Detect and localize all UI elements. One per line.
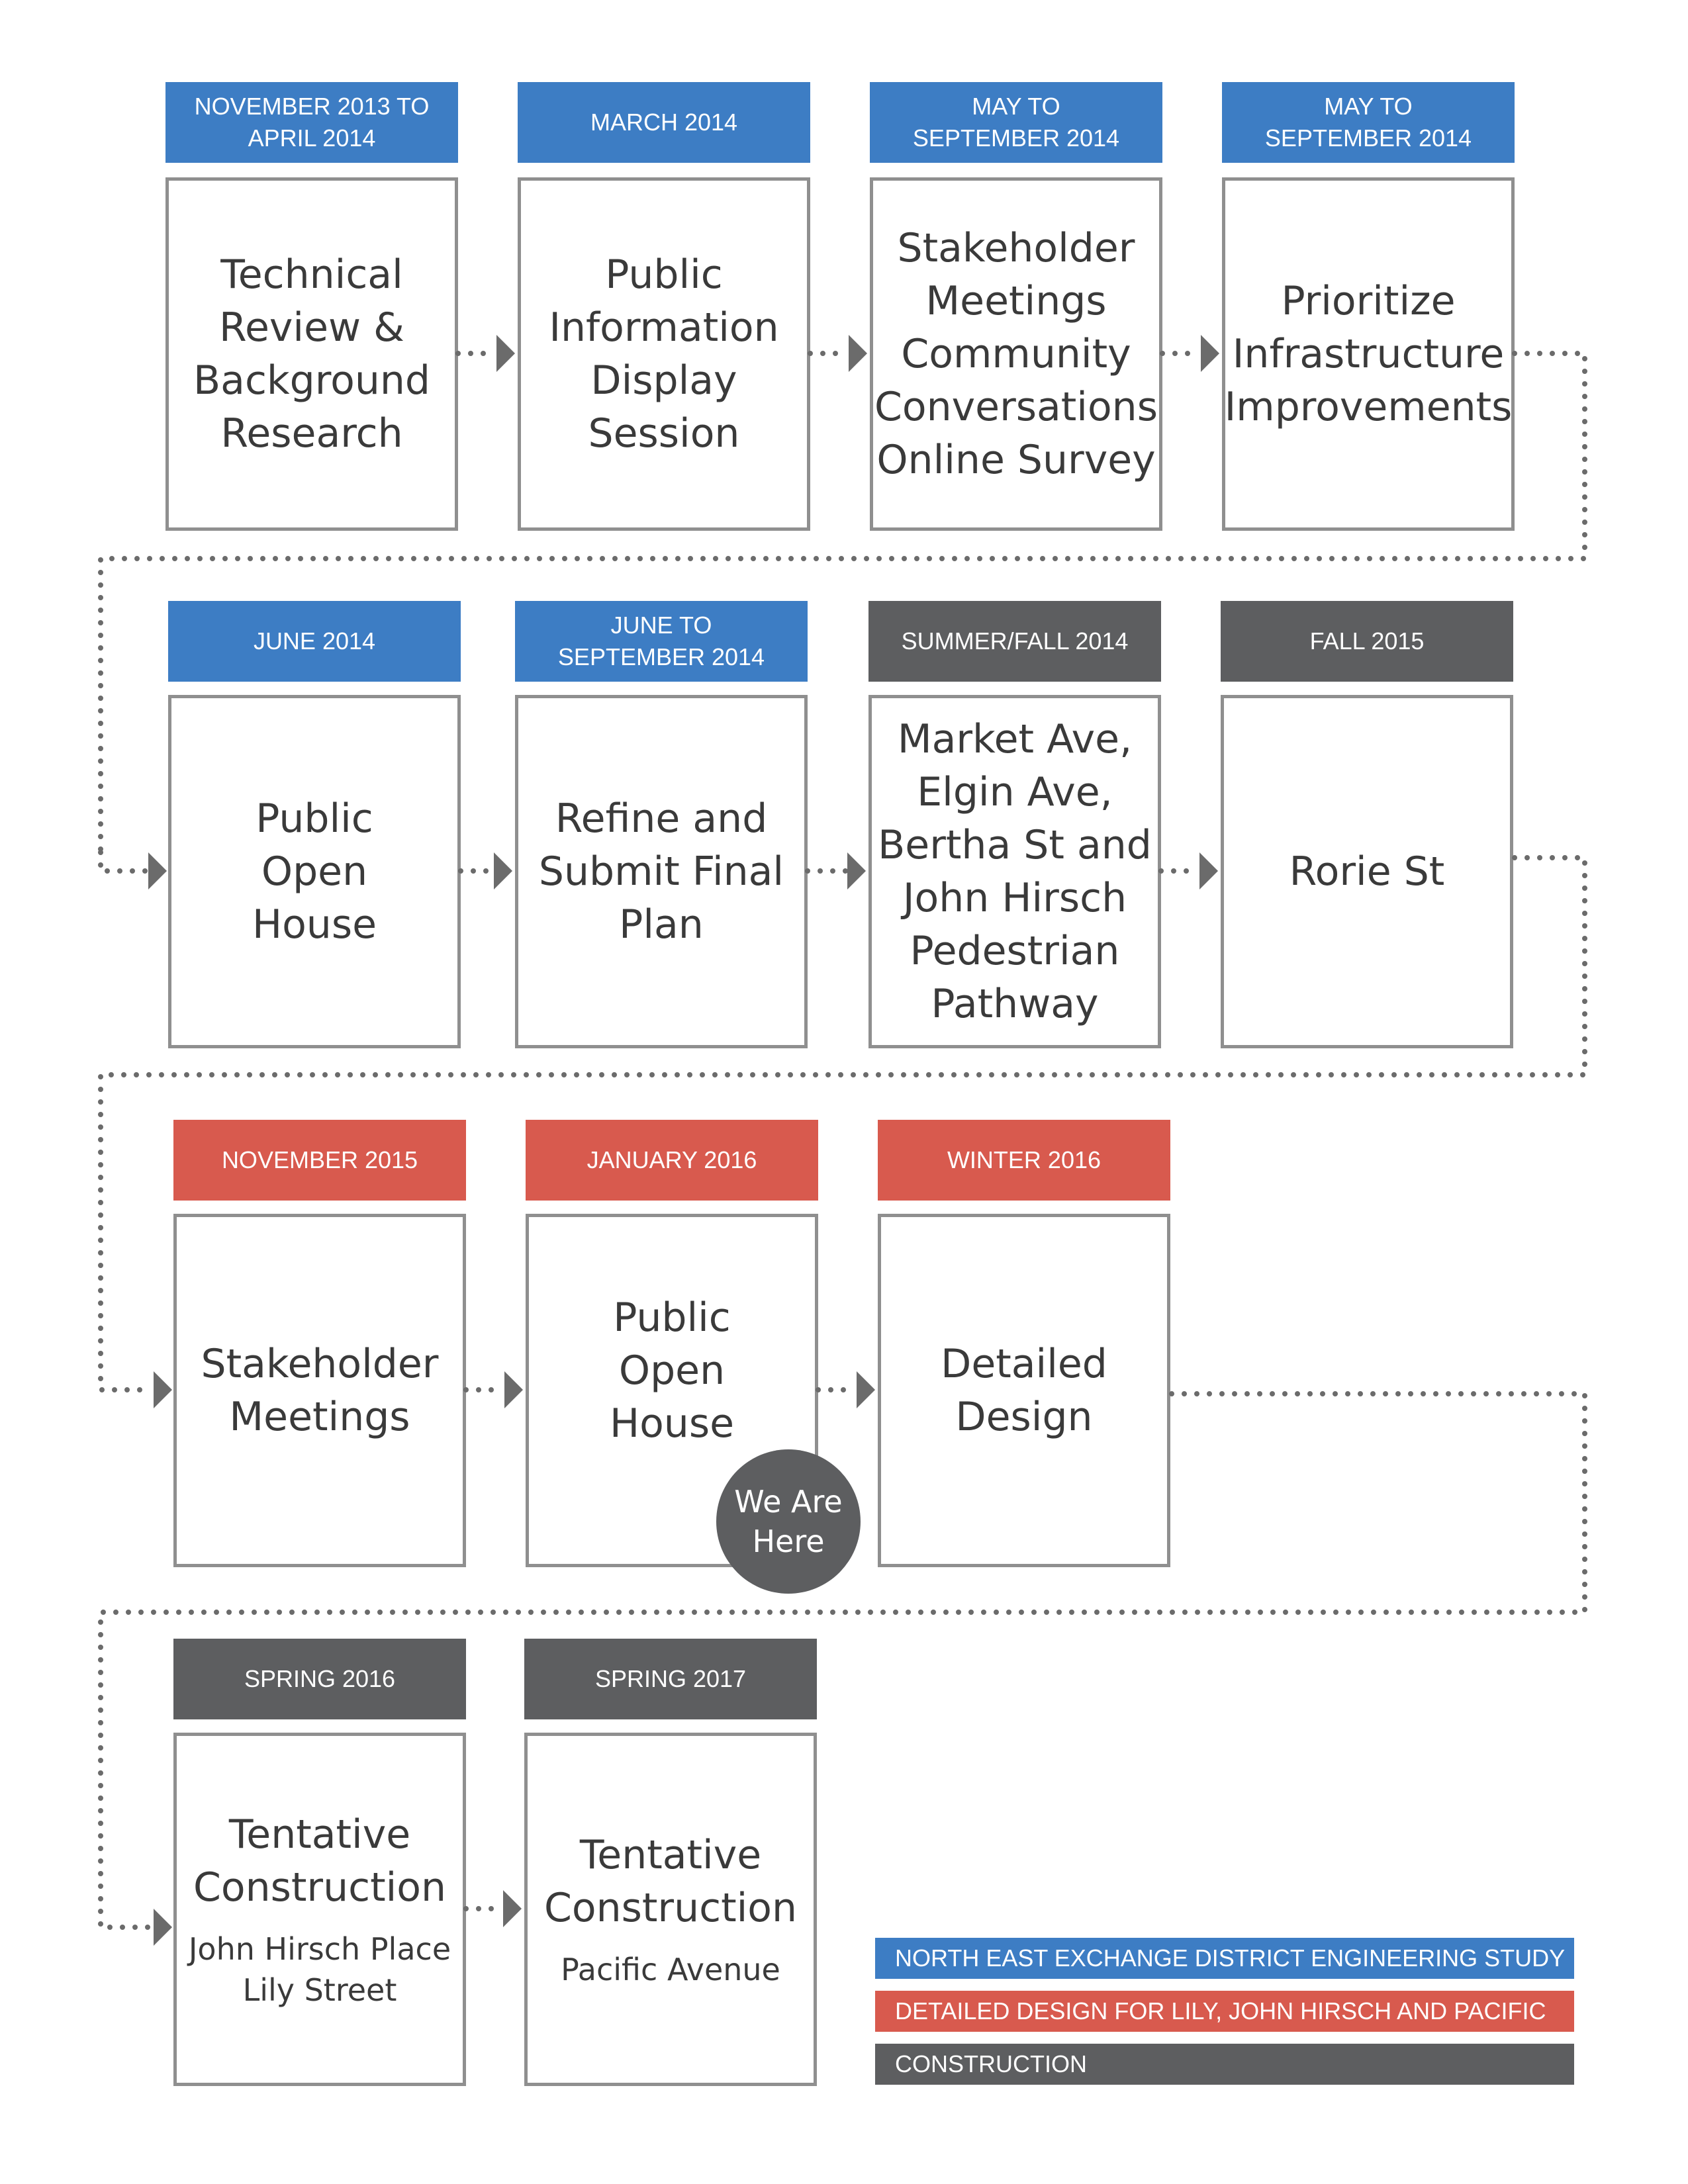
wrap-connector-1-end [98, 850, 150, 874]
step-7-date: SUMMER/FALL 2014 [868, 601, 1161, 682]
step-7-title: Market Ave, Elgin Ave, Bertha St and Joh… [878, 716, 1152, 1027]
step-7-box: Market Ave, Elgin Ave, Bertha St and Joh… [868, 695, 1161, 1048]
we-are-here-marker: We Are Here [716, 1449, 861, 1594]
step-2-date: MARCH 2014 [518, 82, 810, 163]
step-3-date: MAY TO SEPTEMBER 2014 [870, 82, 1162, 163]
step-5-date: JUNE 2014 [168, 601, 461, 682]
legend-detailed-design: DETAILED DESIGN FOR LILY, JOHN HIRSCH AN… [875, 1991, 1574, 2032]
step-9-box: Stakeholder Meetings [173, 1214, 466, 1567]
step-12-box: Tentative Construction John Hirsch Place… [173, 1733, 466, 2086]
step-13-title: Tentative Construction [543, 1832, 798, 1931]
step-10-title: Public Open House [609, 1295, 735, 1447]
row-2-arrowhead-3 [1199, 852, 1218, 889]
row-4-arrowhead-1 [503, 1890, 522, 1927]
legend-engineering-study: NORTH EAST EXCHANGE DISTRICT ENGINEERING… [875, 1938, 1574, 1979]
step-11-box: Detailed Design [878, 1214, 1170, 1567]
row-1-arrowhead-1 [496, 335, 515, 372]
step-6-box: Refine and Submit Final Plan [515, 695, 808, 1048]
step-6-date: JUNE TO SEPTEMBER 2014 [515, 601, 808, 682]
row-3-arrowhead-1 [504, 1371, 523, 1408]
step-10-date: JANUARY 2016 [526, 1120, 818, 1201]
row-2-arrowhead-2 [847, 852, 866, 889]
step-5-title: Public Open House [252, 796, 377, 948]
step-1-title: Technical Review & Background Research [193, 251, 430, 457]
legend-construction: CONSTRUCTION [875, 2044, 1574, 2085]
wrap-arrowhead-2 [154, 1371, 172, 1408]
step-8-box: Rorie St [1221, 695, 1513, 1048]
step-2-title: Public Information Display Session [549, 251, 779, 457]
step-3-box: Stakeholder Meetings Community Conversat… [870, 177, 1162, 531]
step-2-box: Public Information Display Session [518, 177, 810, 531]
step-4-title: Prioritize Infrastructure Improvements [1224, 278, 1513, 430]
wrap-connector-2 [98, 855, 1587, 1392]
row-1-arrowhead-2 [849, 335, 867, 372]
step-9-title: Stakeholder Meetings [201, 1341, 439, 1440]
step-11-title: Detailed Design [941, 1341, 1107, 1440]
step-6-title: Refine and Submit Final Plan [538, 796, 784, 948]
step-1-date: NOVEMBER 2013 TO APRIL 2014 [165, 82, 458, 163]
wrap-arrowhead-3 [154, 1909, 172, 1946]
step-13-subtitle: Pacific Avenue [561, 1952, 780, 1987]
row-2-arrowhead-1 [494, 852, 512, 889]
step-1-box: Technical Review & Background Research [165, 177, 458, 531]
step-12-subtitle: John Hirsch Place Lily Street [188, 1931, 451, 2008]
step-8-title: Rorie St [1289, 848, 1445, 895]
step-3-title: Stakeholder Meetings Community Conversat… [874, 225, 1158, 483]
wrap-connector-1 [98, 351, 1587, 855]
step-12-title: Tentative Construction [193, 1811, 447, 1911]
step-13-box: Tentative Construction Pacific Avenue [524, 1733, 817, 2086]
row-3-arrowhead-2 [857, 1371, 875, 1408]
wrap-connector-3 [98, 1391, 1587, 1930]
row-1-arrowhead-3 [1201, 335, 1219, 372]
step-5-box: Public Open House [168, 695, 461, 1048]
step-12-date: SPRING 2016 [173, 1639, 466, 1719]
step-9-date: NOVEMBER 2015 [173, 1120, 466, 1201]
step-13-date: SPRING 2017 [524, 1639, 817, 1719]
step-4-date: MAY TO SEPTEMBER 2014 [1222, 82, 1515, 163]
step-11-date: WINTER 2016 [878, 1120, 1170, 1201]
step-8-date: FALL 2015 [1221, 601, 1513, 682]
wrap-arrowhead-1 [148, 852, 167, 889]
